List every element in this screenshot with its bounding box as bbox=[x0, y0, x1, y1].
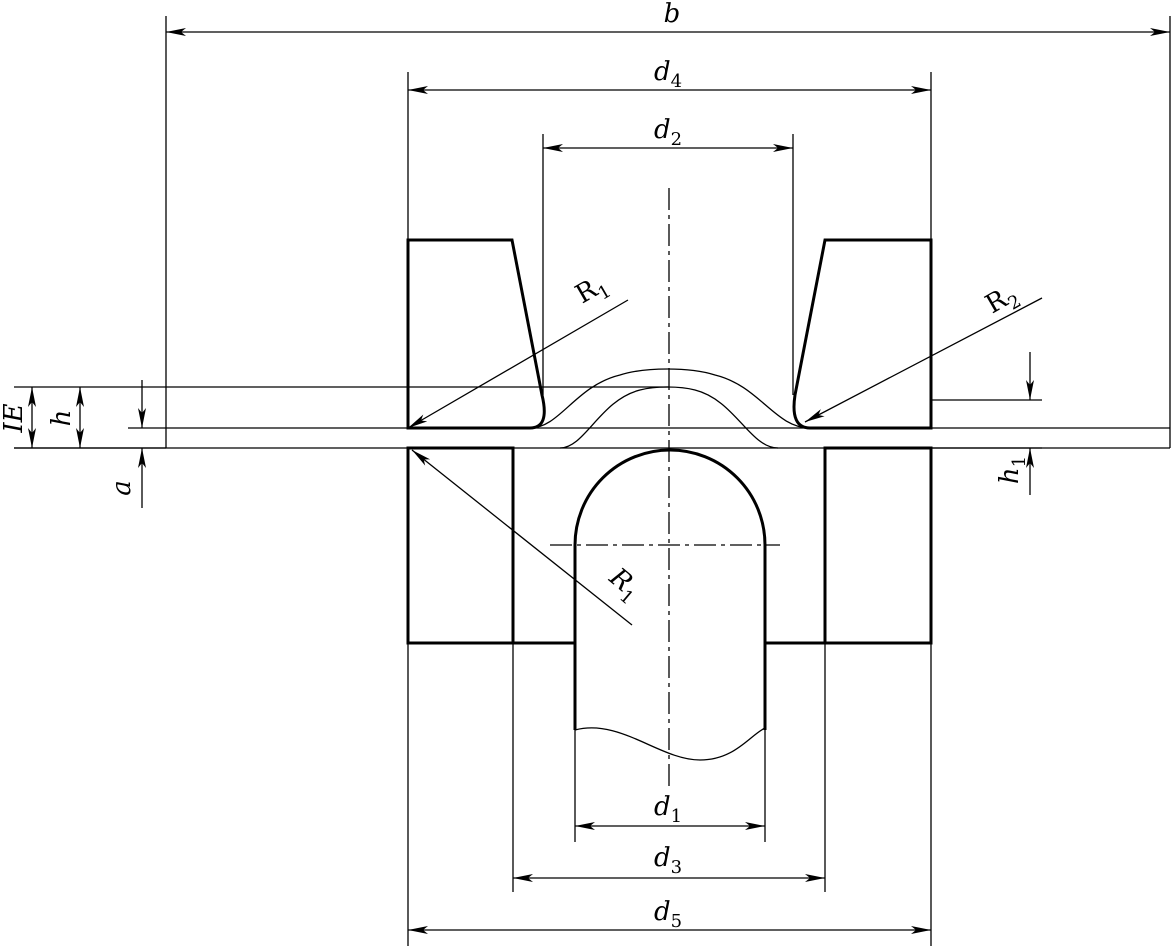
label-a: a bbox=[107, 480, 137, 496]
punch bbox=[573, 448, 767, 761]
label-h: h bbox=[47, 410, 77, 427]
leader-R1-bottom bbox=[411, 449, 633, 626]
label-d1: d1 bbox=[654, 792, 682, 827]
label-d4: d4 bbox=[654, 57, 682, 92]
sheet-specimen bbox=[14, 368, 1170, 449]
upper-die-left bbox=[406, 238, 546, 430]
blank-holder-right bbox=[823, 446, 933, 645]
label-h1: h1 bbox=[995, 456, 1030, 484]
label-R1-top: R1 bbox=[571, 269, 615, 315]
label-IE: IE bbox=[0, 403, 29, 433]
label-d5: d5 bbox=[654, 897, 682, 932]
label-d2: d2 bbox=[654, 115, 682, 150]
dimension-lines bbox=[28, 28, 1170, 934]
sheet-bulge-outer bbox=[529, 368, 811, 429]
leader-R2 bbox=[804, 297, 1043, 423]
sheet-bulge-inner bbox=[559, 386, 779, 449]
label-R2: R2 bbox=[981, 279, 1025, 325]
label-b: b bbox=[664, 0, 681, 29]
leader-R1-top bbox=[407, 299, 629, 429]
dimension-labels: b d4 d2 d1 d3 d5 R1 R2 R1 IE h bbox=[0, 0, 1030, 932]
punch-body bbox=[573, 448, 767, 730]
label-d3: d3 bbox=[654, 843, 682, 878]
blank-holder-left bbox=[406, 446, 515, 645]
upper-die-right bbox=[792, 238, 933, 430]
punch-break-line bbox=[574, 727, 766, 761]
label-R1-bottom: R1 bbox=[600, 562, 647, 609]
center-lines bbox=[550, 188, 780, 790]
